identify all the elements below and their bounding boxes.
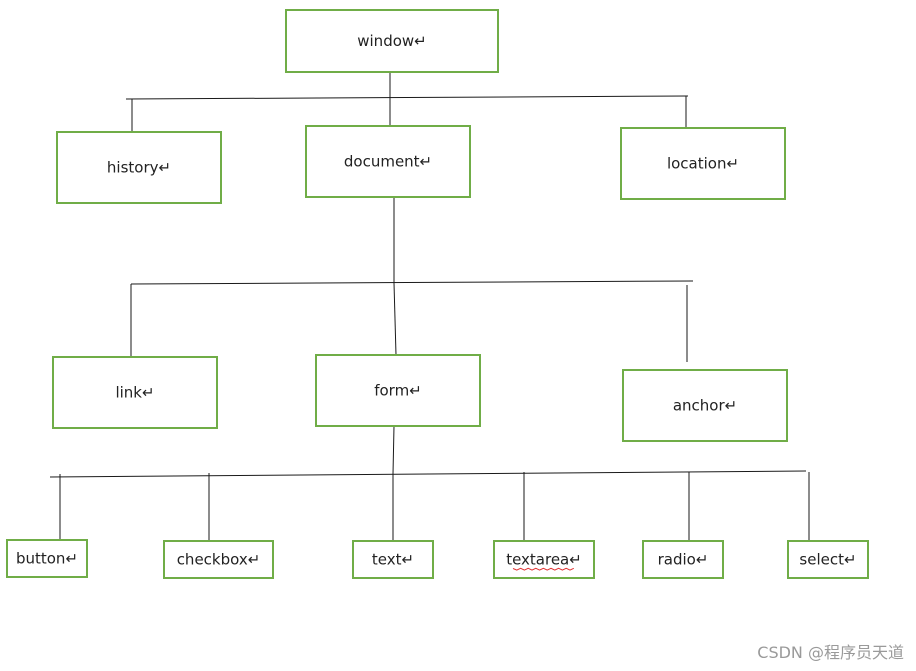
node-box-checkbox — [163, 540, 274, 579]
watermark: CSDN @程序员天道 — [757, 643, 904, 662]
node-label-form: form↵ — [374, 382, 422, 400]
node-button: button↵ — [6, 539, 88, 578]
node-label-history: history↵ — [107, 159, 171, 177]
spellcheck-underline — [512, 567, 575, 571]
node-link: link↵ — [52, 356, 218, 429]
node-text: text↵ — [352, 540, 434, 579]
connector-bus-form — [49, 470, 807, 478]
node-box-text — [352, 540, 434, 579]
node-label-text: text↵ — [372, 551, 414, 569]
node-label-window: window↵ — [357, 32, 426, 50]
node-radio: radio↵ — [642, 540, 724, 579]
node-box-anchor — [622, 369, 788, 442]
node-label-anchor: anchor↵ — [673, 397, 737, 415]
node-window: window↵ — [285, 9, 499, 73]
nodes: window↵ history↵ document↵ location↵ link↵ fo… — [6, 9, 869, 579]
node-label-textarea: textarea↵ — [506, 551, 582, 569]
node-box-textarea — [493, 540, 595, 579]
node-location: location↵ — [620, 127, 786, 200]
node-box-button — [6, 539, 88, 578]
node-document: document↵ — [305, 125, 471, 198]
node-box-window — [285, 9, 499, 73]
connector-bus-document — [130, 280, 694, 285]
node-label-checkbox: checkbox↵ — [177, 551, 261, 569]
node-label-link: link↵ — [115, 384, 154, 402]
node-box-select — [787, 540, 869, 579]
node-box-form — [315, 354, 481, 427]
connector-bus-window — [125, 95, 689, 100]
node-label-button: button↵ — [16, 550, 78, 568]
node-label-document: document↵ — [344, 153, 432, 171]
node-box-link — [52, 356, 218, 429]
node-history: history↵ — [56, 131, 222, 204]
node-label-select: select↵ — [799, 551, 856, 569]
node-box-radio — [642, 540, 724, 579]
node-form: form↵ — [315, 354, 481, 427]
node-select: select↵ — [787, 540, 869, 579]
node-box-location — [620, 127, 786, 200]
connector-document-form — [393, 282, 397, 356]
node-label-radio: radio↵ — [658, 551, 709, 569]
connector-stem-form — [392, 425, 395, 475]
node-box-history — [56, 131, 222, 204]
node-textarea: textarea↵ — [493, 540, 595, 579]
node-box-document — [305, 125, 471, 198]
node-checkbox: checkbox↵ — [163, 540, 274, 579]
node-anchor: anchor↵ — [622, 369, 788, 442]
node-label-location: location↵ — [667, 155, 739, 173]
connector-lines — [49, 72, 810, 541]
